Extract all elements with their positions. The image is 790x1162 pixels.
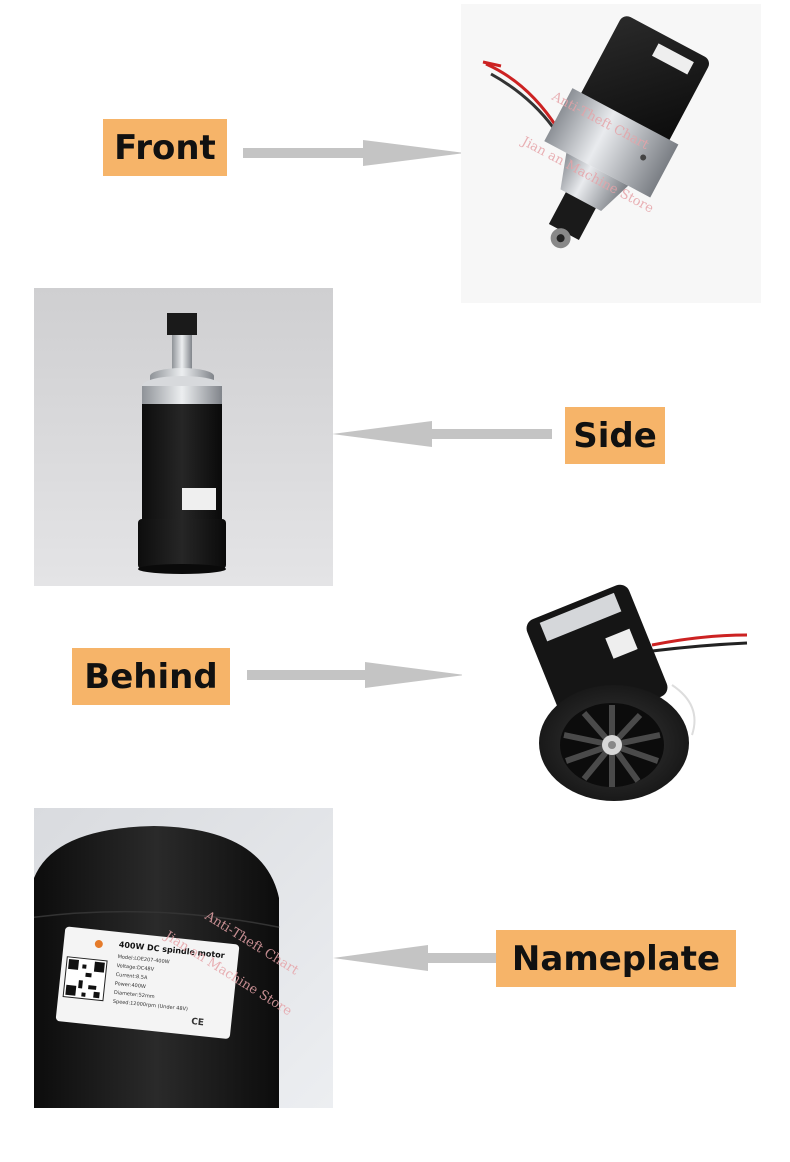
arrow-front-right-icon xyxy=(243,140,465,166)
label-nameplate: Nameplate xyxy=(496,930,736,987)
photo-behind xyxy=(462,565,762,820)
label-front: Front xyxy=(103,119,227,176)
nameplate-power: Power:400W xyxy=(114,981,146,990)
arrow-side-left-icon xyxy=(332,421,552,447)
photo-nameplate: 400W DC spindle motor Model:LOE207-400W … xyxy=(34,808,333,1108)
label-side: Side xyxy=(565,407,665,464)
nameplate-voltage: Voltage:DC48V xyxy=(116,963,155,973)
arrow-behind-right-icon xyxy=(247,662,465,688)
nameplate-current: Current:8.5A xyxy=(115,972,148,981)
arrow-nameplate-left-icon xyxy=(333,945,498,971)
photo-side xyxy=(34,288,333,586)
label-front-text: Front xyxy=(114,127,216,168)
label-behind: Behind xyxy=(72,648,230,705)
nameplate-diameter: Diameter:52mm xyxy=(113,990,155,1000)
nameplate-ce-mark: CE xyxy=(191,1017,205,1028)
label-behind-text: Behind xyxy=(84,656,218,697)
nameplate-model: Model:LOE207-400W xyxy=(117,954,170,965)
photo-front: Anti-Theft Chart Jian an Machine Store xyxy=(461,4,761,303)
label-side-text: Side xyxy=(573,415,657,456)
label-nameplate-text: Nameplate xyxy=(511,938,721,979)
